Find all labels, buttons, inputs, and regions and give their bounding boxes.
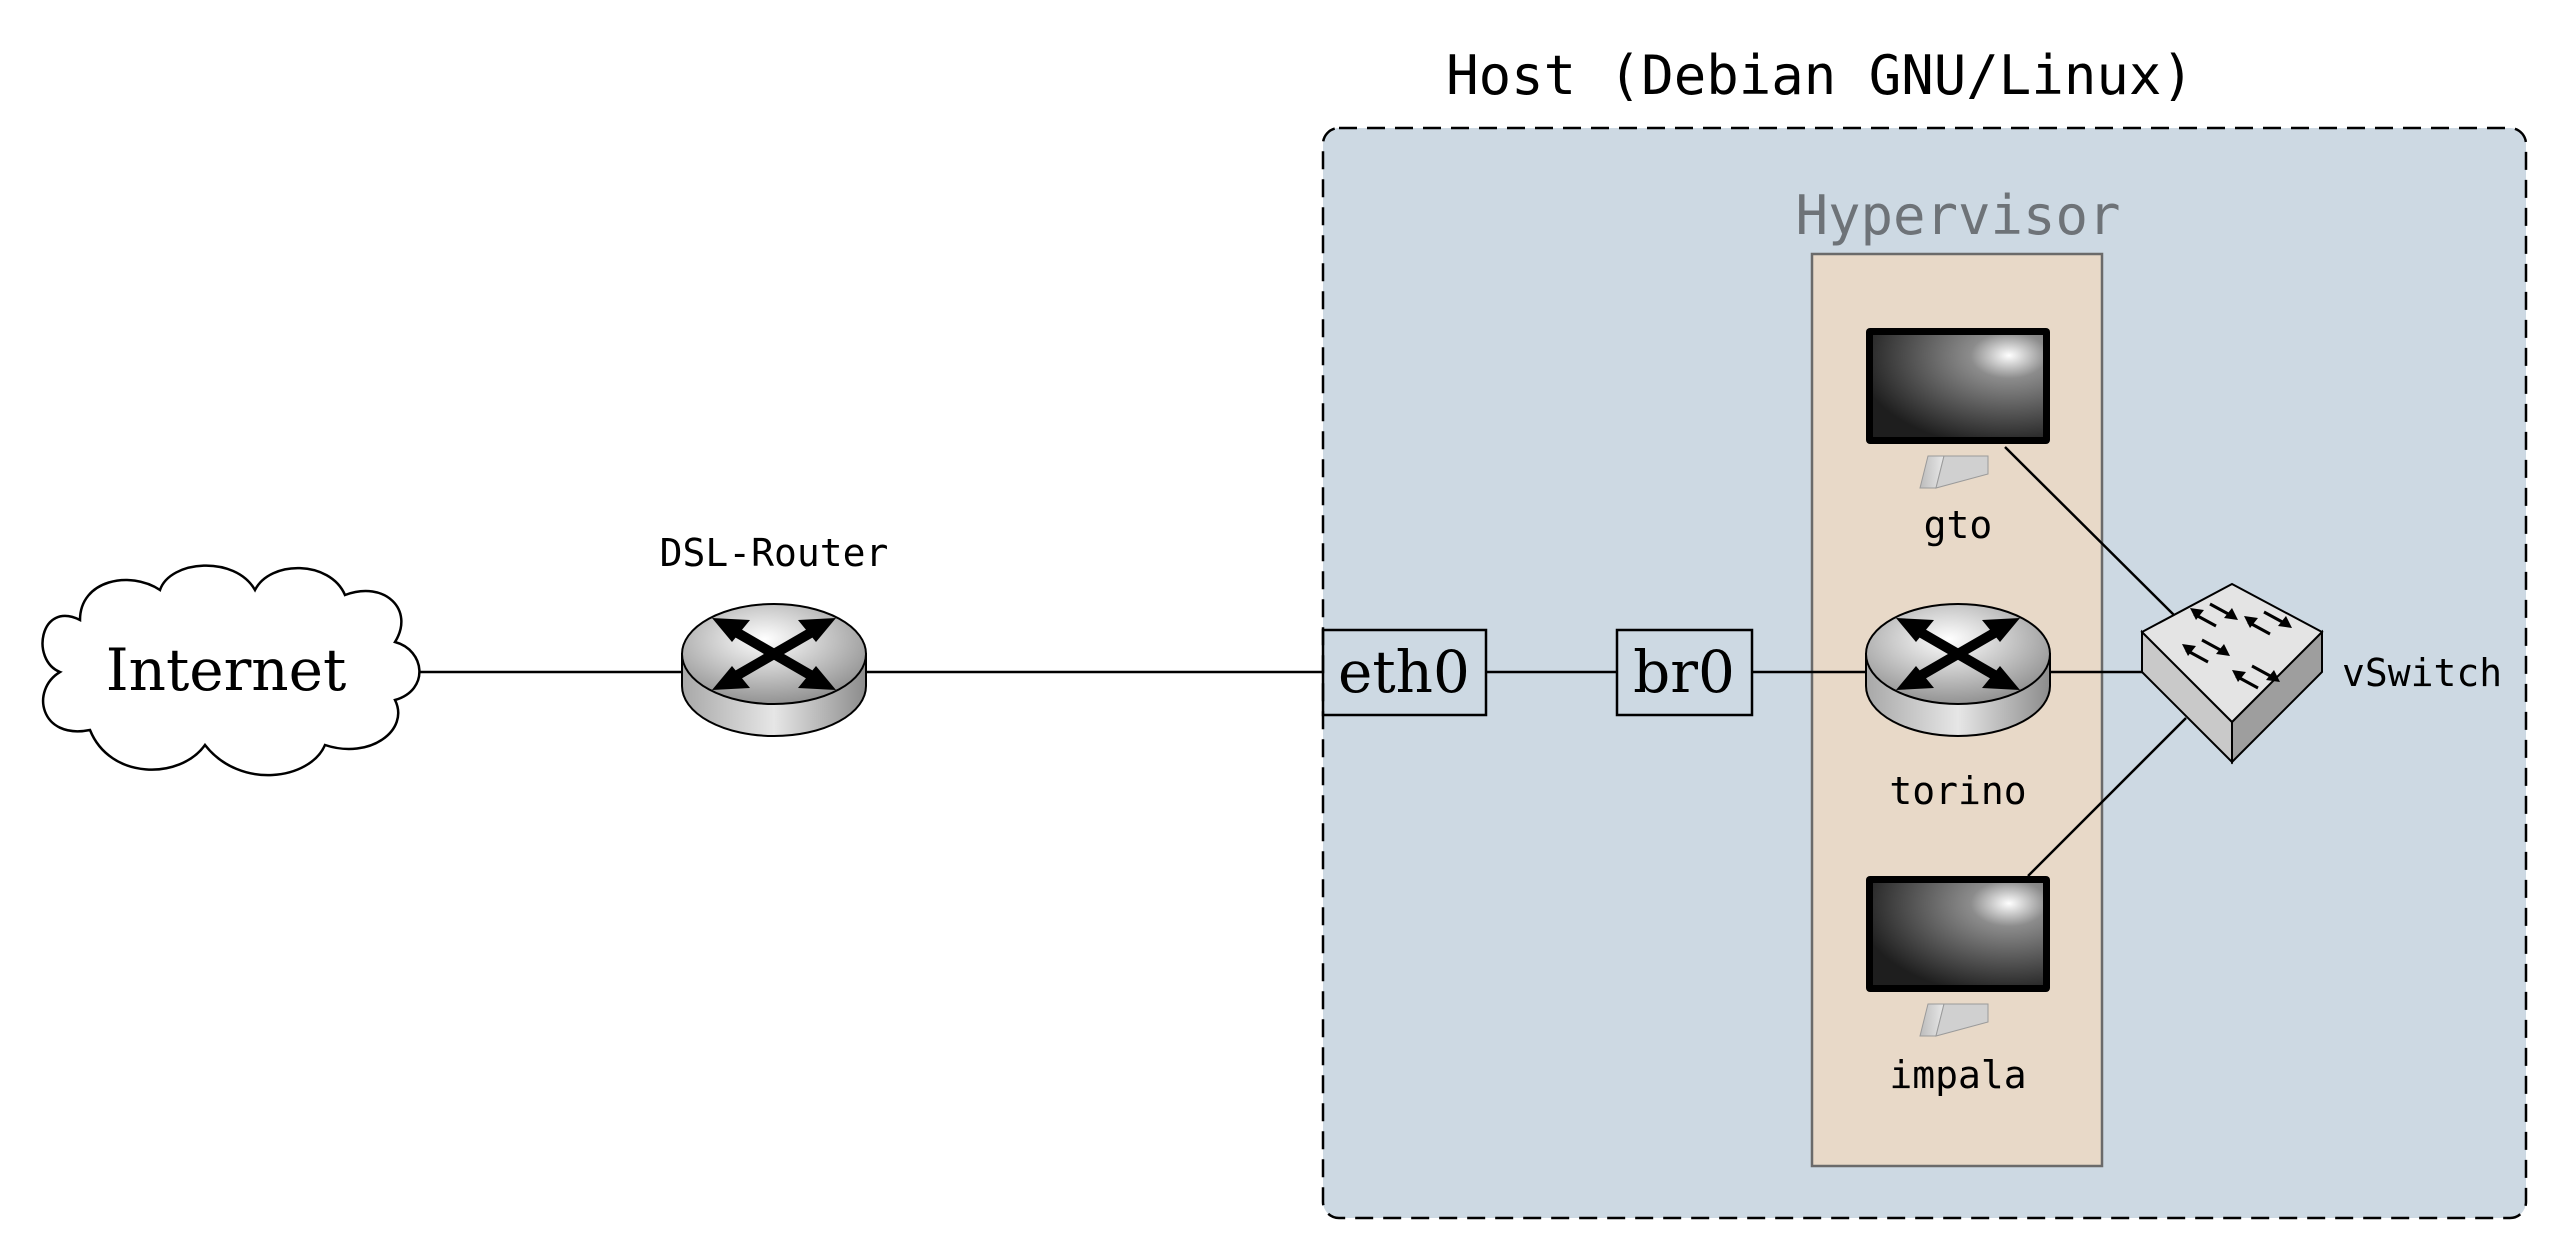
br0-box bbox=[1615, 628, 1754, 717]
vswitch-label: vSwitch bbox=[2342, 651, 2502, 695]
torino-node: torino bbox=[1866, 604, 2050, 813]
impala-label: impala bbox=[1889, 1053, 2026, 1097]
vswitch-node: vSwitch bbox=[2140, 582, 2502, 765]
internet-node: Internet bbox=[41, 564, 421, 777]
impala-node: impala bbox=[1865, 875, 2051, 1097]
eth0-box bbox=[1321, 628, 1488, 717]
br0-node: br0 bbox=[1615, 628, 1754, 717]
cloud-icon bbox=[41, 564, 421, 777]
hypervisor-title: Hypervisor bbox=[1795, 184, 2120, 247]
router-icon bbox=[682, 604, 866, 736]
switch-icon bbox=[2140, 582, 2324, 765]
host-title: Host (Debian GNU/Linux) bbox=[1446, 44, 2194, 107]
gto-label: gto bbox=[1924, 503, 1993, 547]
internet-label: Internet bbox=[106, 636, 347, 704]
eth0-label: eth0 bbox=[1338, 638, 1470, 706]
br0-label: br0 bbox=[1633, 638, 1735, 706]
link-gto-vswitch bbox=[2004, 446, 2187, 628]
links bbox=[420, 446, 2187, 877]
dsl-router-node: DSL-Router bbox=[660, 531, 889, 736]
router-icon bbox=[1866, 604, 2050, 736]
torino-label: torino bbox=[1889, 769, 2026, 813]
link-impala-vswitch bbox=[2027, 717, 2187, 877]
gto-node: gto bbox=[1865, 327, 2051, 547]
dsl-router-label: DSL-Router bbox=[660, 531, 889, 575]
eth0-node: eth0 bbox=[1321, 628, 1488, 717]
